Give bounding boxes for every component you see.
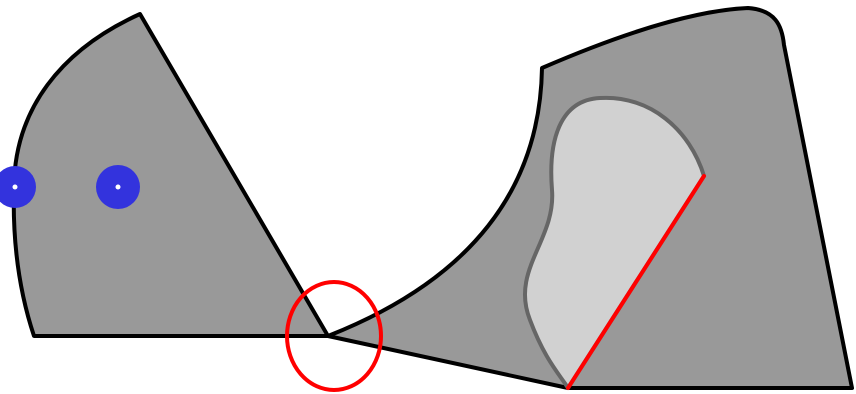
red-highlight-circle (285, 280, 383, 392)
red-cut-line (566, 174, 706, 390)
blue-marker-edge (0, 166, 36, 208)
sector-shape (11, 12, 330, 338)
blue-marker (96, 165, 140, 209)
bean-cutout (523, 95, 706, 390)
